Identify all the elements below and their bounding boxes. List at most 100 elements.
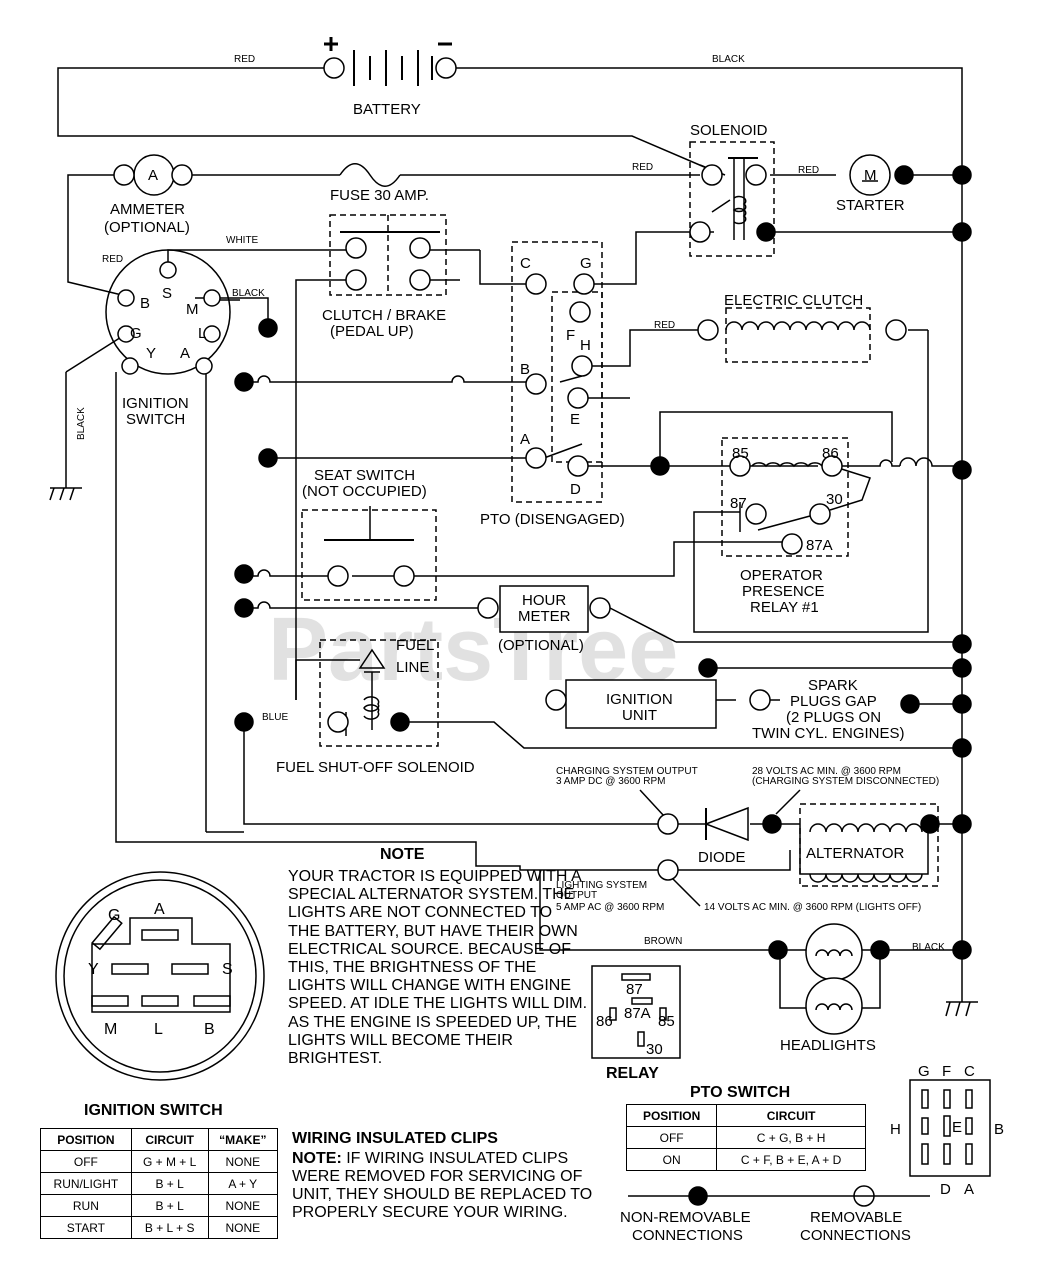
hour-meter-optional: (OPTIONAL) [498,637,584,654]
table-cell: G + M + L [130,1150,209,1173]
table-header-cell: CIRCUIT [716,1104,866,1127]
charging-output-2: 3 AMP DC @ 3600 RPM [556,776,665,787]
table-cell: START [40,1216,132,1239]
table-header-cell: CIRCUIT [130,1128,209,1151]
alternator-coil [809,823,923,833]
relay-term-85: 85 [732,445,749,462]
table-cell: A + Y [207,1172,279,1195]
table-cell: NONE [207,1216,279,1239]
headlights-label: HEADLIGHTS [780,1037,876,1054]
hour-meter-box [499,585,589,633]
table-cell: ON [625,1148,718,1171]
electric-clutch-coil [725,321,871,331]
pto-pin-g: G [918,1063,930,1080]
alternator-coil-lower [809,873,923,883]
spark-label-1: SPARK [808,677,858,694]
spark-label-3: (2 PLUGS ON [786,709,881,726]
legend-nonremovable-2: CONNECTIONS [632,1227,743,1244]
clutch-brake-label: CLUTCH / BRAKE [322,307,446,324]
ignition-unit-label: IGNITION [606,691,673,708]
diode-label: DIODE [698,849,746,866]
table-cell: C + G, B + H [716,1126,866,1149]
note-body: YOUR TRACTOR IS EQUIPPED WITH A SPECIAL … [288,868,588,1068]
fuel-line-sublabel: LINE [396,659,429,676]
wire-black-3: BLACK [76,407,87,440]
fuel-solenoid-symbol [358,648,386,730]
relay-term-30: 30 [826,491,843,508]
relay-coil [751,462,823,468]
table-cell: NONE [207,1150,279,1173]
ign-term-m: M [186,301,199,318]
seat-switch-sublabel: (NOT OCCUPIED) [302,483,427,500]
table-row: RUN/LIGHT B + L A + Y [40,1172,279,1195]
ignition-unit-sublabel: UNIT [622,707,657,724]
starter-symbol [849,154,891,196]
clips-section: WIRING INSULATED CLIPS NOTE: IF WIRING I… [292,1130,612,1222]
clips-body: IF WIRING INSULATED CLIPS WERE REMOVED F… [292,1150,593,1221]
spark-label-4: TWIN CYL. ENGINES) [752,725,905,742]
legend-removable-2: CONNECTIONS [800,1227,911,1244]
pto-term-c: C [520,255,531,272]
component-outlines [301,141,939,887]
wire-white: WHITE [226,235,259,246]
table-header-cell: POSITION [40,1128,132,1151]
ign-term-b: B [140,295,150,312]
pto-term-b: B [520,361,530,378]
table-cell: OFF [40,1150,132,1173]
table-row: RUN B + L NONE [40,1194,279,1217]
wires [57,67,963,1009]
wire-blue: BLUE [262,712,288,723]
table-row: OFF C + G, B + H [625,1126,866,1149]
diode-symbol [703,806,749,842]
legend-removable-1: REMOVABLE [810,1209,902,1226]
table-cell: OFF [625,1126,718,1149]
starter-motor-symbol: M [864,167,877,184]
pto-pin-f: F [942,1063,951,1080]
fuel-solenoid-label: FUEL SHUT-OFF SOLENOID [276,759,475,776]
pto-term-a: A [520,431,530,448]
wire-black-1: BLACK [712,54,745,65]
ign-term-s: S [162,285,172,302]
pto-label: PTO (DISENGAGED) [480,511,625,528]
ammeter-symbol-label: A [148,167,158,184]
relay-title: RELAY [606,1065,659,1082]
table-cell: RUN/LIGHT [40,1172,132,1195]
table-cell: B + L [130,1172,209,1195]
pto-term-e: E [570,411,580,428]
battery-symbol [323,37,457,86]
ignition-unit-box [565,679,717,729]
pto-pin-e: E [952,1119,962,1136]
ignition-switch-label: IGNITION [122,395,189,412]
wire-red-5: RED [654,320,675,331]
clips-note-label: NOTE: [292,1150,342,1167]
key-term-b: B [204,1021,215,1038]
spark-label-2: PLUGS GAP [790,693,877,710]
wire-red-1: RED [234,54,255,65]
pto-pin-h: H [890,1121,901,1138]
pto-pin-c: C [964,1063,975,1080]
table-row: ON C + F, B + E, A + D [625,1148,866,1171]
lighting-output-1: LIGHTING SYSTEM [556,880,647,891]
solenoid-coil [711,157,758,240]
note-title: NOTE [380,846,425,863]
lighting-output-2: OUTPUT [556,890,597,901]
pto-pin-d: D [940,1181,951,1198]
pto-pin-a: A [964,1181,974,1198]
ammeter-optional-label: (OPTIONAL) [104,219,190,236]
wire-red-2: RED [632,162,653,173]
clips-title: WIRING INSULATED CLIPS [292,1130,498,1147]
removable-connections [113,164,907,1207]
table-header-cell: “MAKE” [207,1128,279,1151]
lighting-output-3: 5 AMP AC @ 3600 RPM [556,902,664,913]
wire-red-4: RED [102,254,123,265]
relay-term-86: 86 [822,445,839,462]
table-row: START B + L + S NONE [40,1216,279,1239]
headlight-bulb [805,923,863,1035]
ignition-switch-sublabel: SWITCH [126,411,185,428]
pto-term-f: F [566,327,575,344]
relay-pinout [591,965,681,1059]
pto-table: POSITION CIRCUIT OFF C + G, B + H ON C +… [625,1104,866,1171]
relay-term-87a: 87A [806,537,833,554]
electric-clutch-label: ELECTRIC CLUTCH [724,292,863,309]
